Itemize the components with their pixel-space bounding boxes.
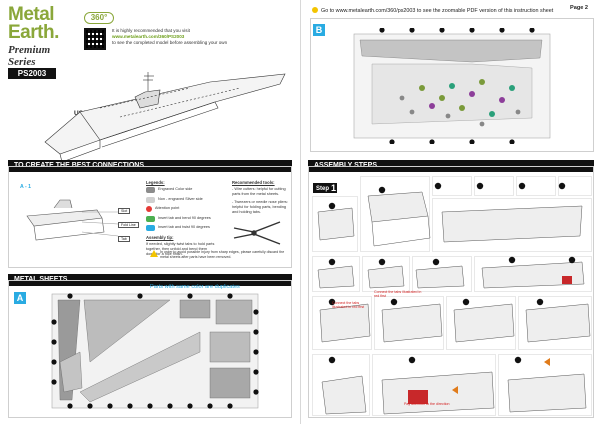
legend-item: Insert tab and bend 90 degrees <box>146 215 216 222</box>
step-cell <box>374 296 444 350</box>
legend-item: Attention point <box>146 206 216 212</box>
legend-item: Non - engraved Silver side <box>146 196 216 203</box>
step-cell <box>518 296 592 350</box>
page-divider <box>300 0 301 424</box>
connection-example-diagram <box>26 199 119 241</box>
connection-example-label: A - 1 <box>20 184 32 190</box>
legend-item: Insert tab and twist 90 degrees <box>146 225 216 231</box>
page-number: Page 2 <box>570 5 589 11</box>
step-cell <box>432 198 592 252</box>
swatch-silver <box>146 196 155 203</box>
step-cell <box>312 296 372 350</box>
model-code-badge: PS2003 <box>8 68 56 79</box>
step-cell <box>362 256 410 292</box>
duplicate-note: Parts with same color are duplicates <box>150 284 240 290</box>
intro-text: It is highly recommended that you visit … <box>112 28 228 45</box>
connections-panel <box>8 166 292 268</box>
note-pay-attention: Pay attention to the direction <box>404 402 450 406</box>
assembly-steps-panel <box>308 166 594 418</box>
lightbulb-icon <box>312 7 318 13</box>
callout-tab: Tab <box>118 236 130 242</box>
top-notice: Go to www.metalearth.com/360/ps2003 to s… <box>312 7 553 14</box>
step-cell <box>516 176 556 196</box>
step-cell <box>558 176 592 196</box>
pliers-icon <box>233 221 281 245</box>
step-cell <box>432 176 472 196</box>
step-cell <box>498 354 592 416</box>
legend-panel: Legends: Engraved Color side Non - engra… <box>146 180 216 256</box>
metal-sheet-b-panel <box>310 18 594 152</box>
swatch-engraved <box>146 187 155 193</box>
step-cell <box>360 176 430 252</box>
step-cell <box>312 196 358 252</box>
step-cell <box>446 296 516 350</box>
callout-slot: Slot <box>118 208 131 214</box>
assembly-diagrams <box>317 182 591 415</box>
sheet-b-label: B <box>313 24 325 36</box>
step-cell <box>312 354 370 416</box>
warning-icon <box>150 250 158 257</box>
qr-code-icon[interactable] <box>84 28 106 50</box>
tools-panel: Recommended tools: - Wire cutters: helpf… <box>232 180 290 250</box>
step-cell <box>474 176 514 196</box>
step-cell <box>474 256 592 292</box>
step-cell <box>372 354 496 416</box>
safety-warning: In order to avoid possible injury from s… <box>150 250 290 259</box>
attention-icon <box>146 206 152 212</box>
twist-90-icon <box>146 225 155 231</box>
callout-fold-line: Fold Line <box>118 222 139 228</box>
metal-sheet-b <box>353 28 551 144</box>
intro-url-link[interactable]: www.metalearth.com/360/PS2003 <box>112 34 185 39</box>
note-connect-red: Connect the tabs illustrated in red firs… <box>374 290 422 299</box>
step-cell <box>312 256 360 292</box>
metal-sheet-a-panel <box>8 280 292 418</box>
legend-item: Engraved Color side <box>146 187 216 193</box>
metal-earth-logo: Metal Earth. Premium Series <box>8 4 59 68</box>
bend-90-icon <box>146 215 155 222</box>
metal-sheet-a <box>51 293 259 409</box>
step-cell <box>412 256 472 292</box>
ship-illustration <box>44 72 286 162</box>
view-360-badge: 360° <box>84 12 114 24</box>
note-connect-red-2: Connect the tabs illustrated in red firs… <box>332 301 365 310</box>
sheet-a-label: A <box>14 292 26 304</box>
